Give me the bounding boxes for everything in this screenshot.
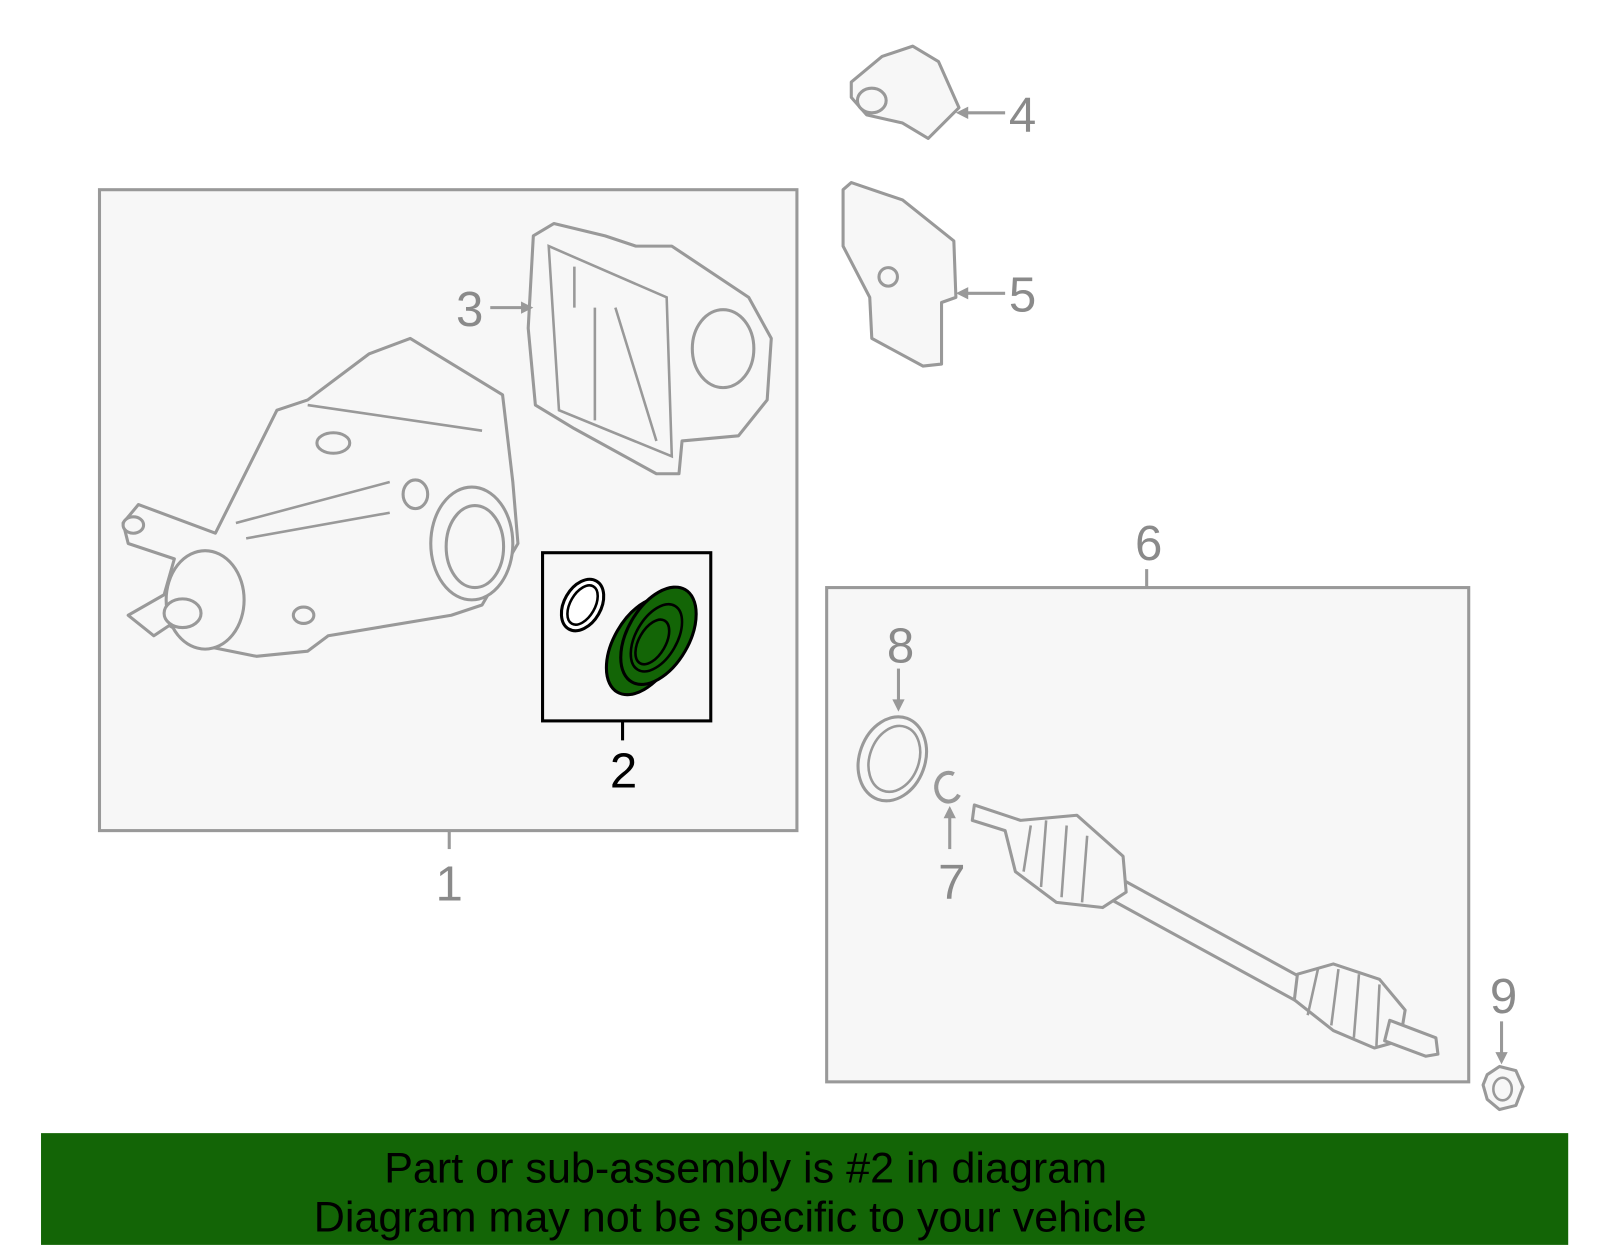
info-banner — [41, 1133, 1569, 1245]
differential-housing[interactable] — [121, 336, 520, 658]
callout-6[interactable]: 6 — [1135, 516, 1162, 571]
mount-bracket[interactable] — [849, 44, 961, 140]
pinion-seal-highlighted[interactable] — [591, 574, 712, 707]
axle-shaft[interactable] — [970, 803, 1440, 1058]
heat-shield[interactable] — [841, 180, 958, 368]
callout-7[interactable]: 7 — [938, 854, 965, 909]
snap-ring[interactable] — [934, 770, 961, 804]
differential-cover[interactable] — [526, 222, 773, 476]
o-ring[interactable] — [553, 572, 613, 638]
banner-line-2: Diagram may not be specific to your vehi… — [314, 1194, 1147, 1242]
callout-2[interactable]: 2 — [610, 744, 637, 799]
callout-9[interactable]: 9 — [1490, 969, 1517, 1024]
dust-shield[interactable] — [847, 707, 938, 810]
axle-nut[interactable] — [1481, 1064, 1525, 1112]
callout-5[interactable]: 5 — [1009, 268, 1036, 323]
callout-3[interactable]: 3 — [456, 282, 483, 337]
callout-4[interactable]: 4 — [1009, 87, 1036, 142]
callout-8[interactable]: 8 — [887, 618, 914, 673]
banner-line-1: Part or sub-assembly is #2 in diagram — [384, 1144, 1107, 1192]
callout-1[interactable]: 1 — [436, 856, 463, 911]
